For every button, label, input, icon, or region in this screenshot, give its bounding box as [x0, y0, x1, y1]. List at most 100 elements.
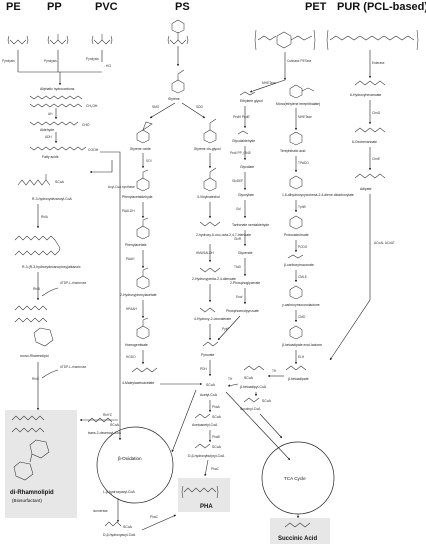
smo-arrow: [149, 102, 176, 119]
adipate-label: Adipate: [360, 187, 372, 191]
succinic-box: [270, 518, 330, 544]
dtdp-curve-1: [41, 287, 59, 297]
glyoxylate-label: Glyoxylate: [238, 193, 254, 197]
acyl-coa-synthase-label: Acyl-CoA synthase: [108, 185, 135, 189]
ketoadipate-enol-structure: [289, 325, 303, 340]
lactone-structure: [289, 285, 303, 300]
scoa-label-3: SCoA: [123, 525, 133, 529]
pha-structure: [181, 485, 219, 499]
pur-polymer-structure: [326, 29, 419, 51]
ketoadipate-label: β-ketoadipate: [288, 377, 309, 381]
cho-label: CHO: [82, 123, 90, 127]
pykf-arrow: [217, 315, 241, 341]
mono-ester-label: Mono(ethylene terephthalate): [276, 102, 320, 106]
acetyl-to-tca-arrow: [225, 391, 291, 461]
pykf-label: PykF: [222, 327, 229, 331]
th-label-2: TH: [228, 377, 233, 381]
esterase-label: Esterase: [372, 61, 385, 65]
acetyl-coa-label: Acetyl-CoA: [200, 393, 218, 397]
elh-label: ELH: [298, 355, 305, 359]
beta-oxidation-label: β-Oxidation: [118, 456, 142, 461]
header-pe: PE: [6, 1, 21, 13]
fatty-acids-label: Fatty acids: [42, 155, 59, 159]
succinyl-label: Succinyl-CoA: [240, 407, 261, 411]
styrene-cis-glycol-structure: [203, 118, 217, 144]
hydroxyalkanoic-structure: [14, 235, 61, 256]
pedh-label: PedH PedE: [233, 115, 250, 119]
pe-polymer-structure: [7, 35, 29, 45]
maleyl-label: 4-Maleylacetoacetate: [122, 381, 154, 385]
rhlb-label: RhlB: [33, 287, 40, 291]
glycolaldehyde-label: Glycolaldehyde: [232, 139, 255, 143]
scoa-label-succinyl: SCoA: [262, 399, 272, 403]
carboxymuconate-label: β-carboxymuconate: [284, 263, 314, 267]
header-pur: PUR (PCL-based): [337, 1, 426, 13]
phac-arrow-2: [204, 459, 209, 477]
mono-rhamnolipid-structure: [14, 305, 54, 347]
cooh-label: COOH: [88, 148, 99, 152]
scoa-label-2: SCoA: [110, 423, 120, 427]
adipate-structure: [354, 173, 386, 179]
pyrolysis-label-pe: Pyrolysis: [2, 59, 15, 63]
aldehyde-structure: [29, 121, 79, 126]
acetoacetyl-structure: [194, 413, 211, 419]
d3-hydroxyacyl-label: D-β-hydroxyacyl-CoA: [103, 533, 136, 537]
pet-polymer-structure: [254, 29, 316, 51]
phenylacetate-structure: [136, 217, 150, 240]
mono-rhamnolipid-label: mono-Rhamnolipid: [20, 354, 49, 358]
acoat-arrow: [329, 194, 371, 361]
vinylcatechol-label: 3-Vinylcatechol: [197, 195, 220, 199]
pcdo-label: PCDO: [298, 245, 308, 249]
phenylacetaldehyde-label: Phenylacetaldehyde: [122, 195, 153, 199]
succinyl-to-tca-arrow: [259, 413, 283, 439]
tpado-label: TPADO: [298, 161, 309, 165]
pvc-polymer-structure: [91, 34, 113, 45]
r3-hydroxydecanoyl-label: R-3-hydroxydecanoyl-CoA: [32, 197, 73, 201]
d3hb-structure: [194, 443, 211, 449]
mhetase-label-1: MHETase: [262, 81, 276, 85]
dtdp-rhamnose-label-2: dTDP-L-rhamnose: [60, 365, 86, 369]
succinyl-structure: [243, 397, 260, 403]
lactone-label: γ-carboxymuconolactone: [282, 303, 320, 307]
scoa-label-1: SCoA: [55, 180, 65, 184]
homogentisate-structure: [136, 317, 150, 340]
chne-label: ChnE: [372, 157, 380, 161]
header-ps: PS: [175, 1, 190, 13]
dihydroxy-structure: [289, 175, 303, 190]
dtdp-rhamnose-label-1: dTDP-L-rhamnose: [60, 281, 86, 285]
d3-hydroxyacyl-structure: [104, 521, 122, 527]
oxohexanoate-structure: [354, 127, 386, 133]
aliphatic-hydrocarbon-structures: [29, 95, 83, 108]
mono-ester-structure: [289, 84, 315, 99]
terephthalic-label: Terephthalic acid: [280, 149, 306, 153]
four-hydroxy-structure: [199, 307, 216, 313]
tphb-label: TphB: [298, 205, 306, 209]
phac-arrow-1: [141, 514, 177, 531]
ethylene-glycol-label: Ethylene glycol: [240, 99, 263, 103]
hpah-label: HPAAH: [126, 307, 137, 311]
homogentisate-label: Homogentisate: [125, 343, 148, 347]
carboxymuconate-structure: [287, 254, 304, 259]
ah-label-1: AH: [48, 112, 53, 116]
styrene-oxide-structure: [136, 121, 153, 144]
header-pp: PP: [47, 1, 62, 13]
dihydroxy-label: 1,6-dihydroxycyclohexa-2,4-diene-dicarbo…: [282, 193, 354, 197]
acetoacetyl-label: Acetoacetyl-CoA: [192, 423, 218, 427]
glxr-label: GlxR: [234, 237, 242, 241]
glcdef-label: GlcDEF: [232, 179, 243, 183]
four-hydroxy-label: 4-Hydroxy-2-oxovalerate: [194, 317, 231, 321]
glycerate-label: Glycerate: [238, 251, 253, 255]
acoat-label: ACoAL ACoAT: [374, 241, 395, 245]
hydroxyhexanoate-label: 6-Hydroxyhexanoate: [350, 93, 381, 97]
hydroxy-hexa-label: 2-hydroxy-6-oxo-octa-2,4,7-trienoate: [196, 233, 251, 237]
phenylacetate-label: Phenylacetate: [125, 243, 147, 247]
sdo-label: SDO: [196, 105, 203, 109]
di-rhamnolipid-label: di-Rhamnolipid: [10, 490, 54, 496]
ketoadipate-structure: [285, 365, 307, 371]
dtdp-curve-2: [41, 369, 59, 379]
styrene-cis-glycol-label: Styrene cis-glycol: [194, 147, 221, 151]
smo-label: SMO: [152, 105, 160, 109]
phospho-label: 2-Phosphoglycerate: [230, 281, 260, 285]
scoa-label-d3hb: SCoA: [212, 445, 222, 449]
styrene-label: Styrene: [168, 97, 180, 101]
